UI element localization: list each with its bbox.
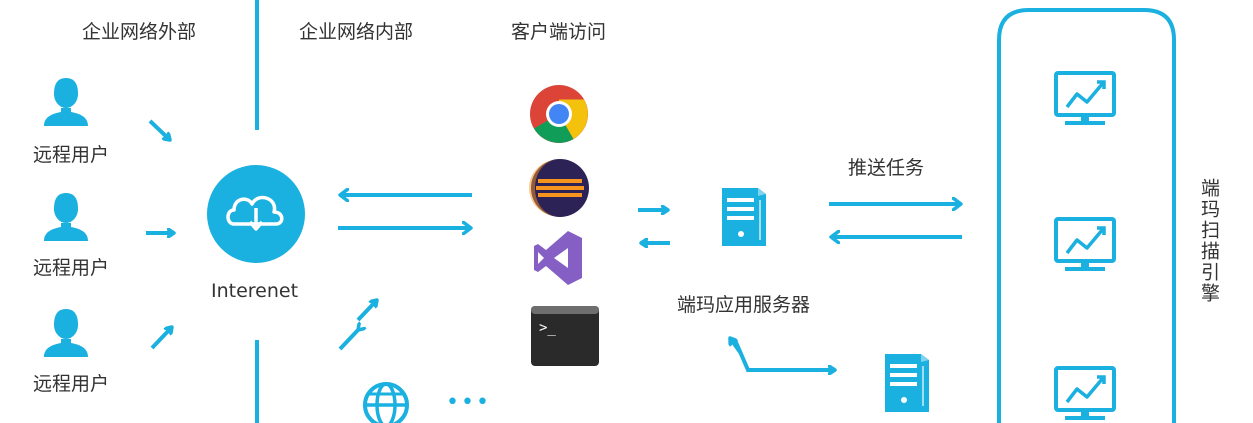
svg-text:>_: >_ xyxy=(539,320,556,336)
zone-label-outside: 企业网络外部 xyxy=(82,21,197,43)
monitor-chart-icon xyxy=(1054,366,1116,422)
cloud-download-icon xyxy=(207,165,305,263)
eclipse-icon xyxy=(529,159,589,217)
visual-studio-icon xyxy=(534,231,582,285)
server-icon xyxy=(722,188,766,246)
arrow-user3-internet xyxy=(150,327,172,350)
arrow-diag-down xyxy=(338,330,358,351)
monitor-chart-icon xyxy=(1054,217,1116,273)
scan-engine-container xyxy=(997,8,1176,423)
chrome-icon xyxy=(530,85,588,143)
arrow-diag-up xyxy=(356,300,377,322)
arrow-server-storage xyxy=(733,339,835,370)
globe-icon xyxy=(363,382,409,423)
more-dots: ••• xyxy=(446,390,491,415)
user-icon xyxy=(44,193,88,241)
internet-label: Interenet xyxy=(211,280,299,302)
server-label: 端玛应用服务器 xyxy=(677,294,811,316)
user-icon xyxy=(44,78,88,126)
server-icon xyxy=(885,354,929,412)
terminal-icon: >_ xyxy=(531,306,599,366)
user-label-1: 远程用户 xyxy=(33,144,110,166)
zone-label-client: 客户端访问 xyxy=(511,21,607,43)
zone-label-inside: 企业网络内部 xyxy=(299,21,414,43)
scan-engine-label: 端玛扫描引擎 xyxy=(1198,178,1220,304)
push-task-label: 推送任务 xyxy=(848,157,925,179)
user-icon xyxy=(44,309,88,357)
monitor-chart-icon xyxy=(1054,71,1116,127)
user-label-3: 远程用户 xyxy=(33,373,110,395)
user-label-2: 远程用户 xyxy=(33,257,110,279)
arrow-user1-internet xyxy=(148,119,170,140)
